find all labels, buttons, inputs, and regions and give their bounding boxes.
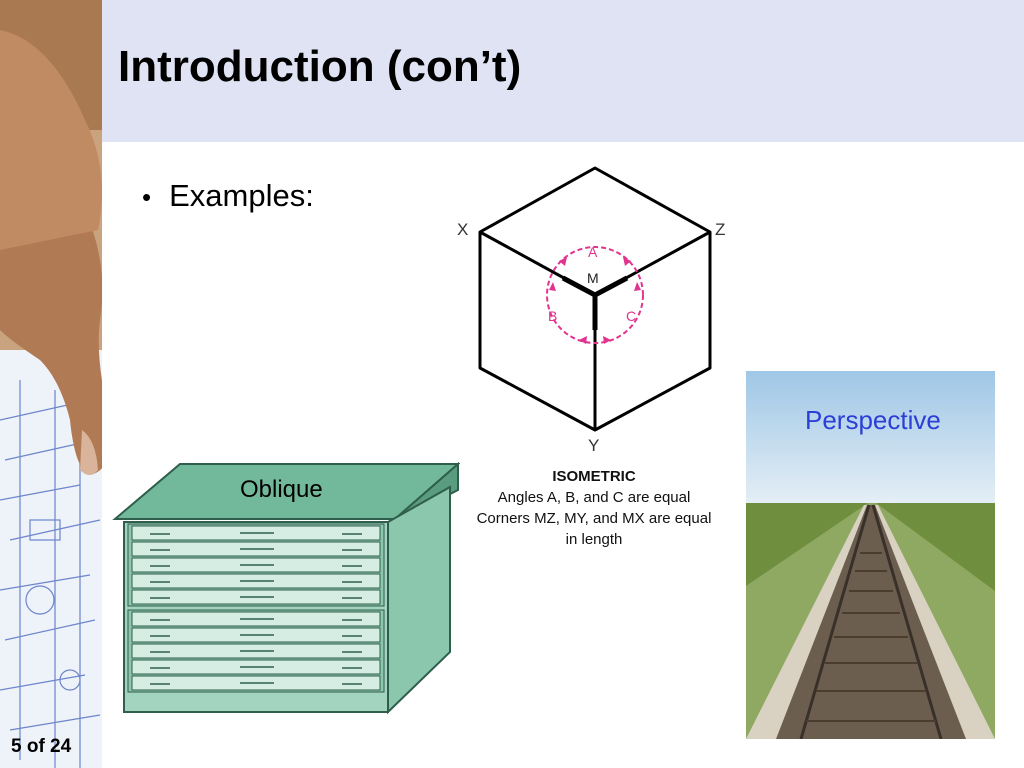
axis-z-label: Z [715,220,726,239]
corner-m-label: M [587,270,599,286]
title-bar [102,0,1024,142]
caption-line: in length [565,531,623,548]
isometric-caption: ISOMETRIC Angles A, B, and C are equal C… [455,466,733,550]
page-number: 5 of 24 [11,736,72,757]
bullet-dot-icon: • [142,182,152,212]
isometric-diagram: X Z Y M A B C [455,160,735,460]
axis-y-label: Y [588,436,600,455]
perspective-railway-image [746,371,995,739]
caption-line: Angles A, B, and C are equal [497,489,691,506]
oblique-label: Oblique [240,476,323,503]
angle-c-label: C [626,308,637,324]
axis-x-label: X [457,220,469,239]
bullet-item: • Examples: [142,178,314,216]
bullet-text: Examples: [169,178,314,213]
oblique-cabinet-drawing [110,461,461,717]
angle-a-label: A [588,244,598,260]
caption-line: Corners MZ, MY, and MX are equal [476,510,712,527]
perspective-label: Perspective [805,405,941,435]
angle-b-label: B [548,308,558,324]
slide-title: Introduction (con’t) [118,42,522,91]
caption-title: ISOMETRIC [552,468,636,485]
hand-blueprint-image [0,0,102,768]
